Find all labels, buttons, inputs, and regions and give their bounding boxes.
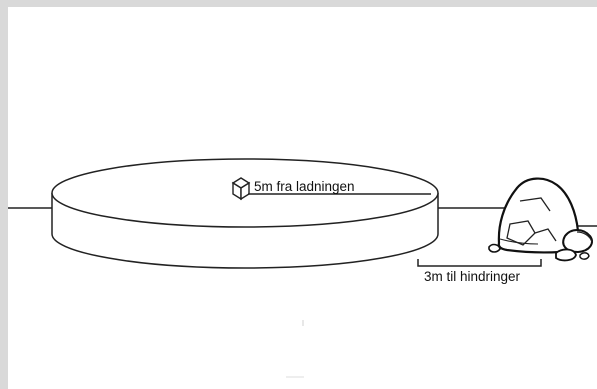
rock-icon <box>488 177 593 262</box>
mowing-area-cylinder <box>51 158 439 269</box>
distance-from-dock-label: 5m fra ladningen <box>254 179 355 194</box>
cube-icon <box>231 177 251 201</box>
distance-to-obstacles-label: 3m til hindringer <box>424 269 521 284</box>
faint-artifact-mark <box>302 320 304 326</box>
faint-artifact-line <box>286 376 304 378</box>
obstacle-distance-bracket <box>417 259 542 267</box>
